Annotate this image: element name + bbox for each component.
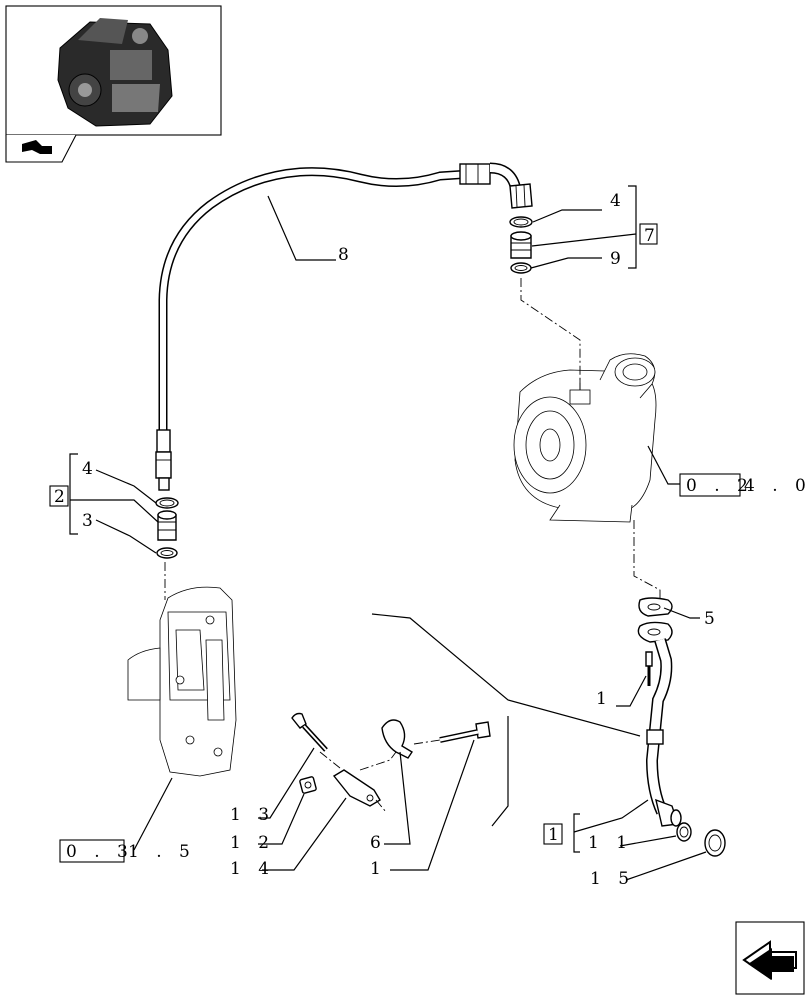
callout-14: 1 4 bbox=[230, 859, 275, 879]
callout-7-box bbox=[639, 223, 658, 245]
callout-1-boxed: 1 bbox=[548, 825, 565, 845]
block-ref-tail: 1 . 5 bbox=[128, 842, 196, 862]
callout-7: 7 bbox=[644, 226, 661, 246]
engine-thumbnail-frame bbox=[5, 5, 222, 163]
engine-thumbnail bbox=[57, 18, 173, 127]
block-ref-box bbox=[59, 839, 125, 863]
callout-12: 1 2 bbox=[230, 833, 275, 853]
turbo-ref-box-text: 0 . 2 bbox=[686, 476, 754, 496]
turbo-ref-box bbox=[679, 473, 741, 497]
callout-2-box bbox=[49, 485, 69, 507]
callout-6: 6 bbox=[370, 833, 387, 853]
block-ref-box-text: 0 . 3 bbox=[66, 842, 134, 862]
nav-arrow-icon[interactable] bbox=[22, 140, 52, 154]
center-lines bbox=[164, 278, 661, 813]
callout-4-top: 4 bbox=[610, 191, 627, 211]
callout-13: 1 3 bbox=[230, 805, 275, 825]
oil-return-pipe bbox=[637, 597, 726, 857]
callout-1-right: 1 bbox=[596, 689, 613, 709]
next-page-arrow-icon[interactable] bbox=[735, 921, 805, 995]
bracket-hardware bbox=[291, 712, 491, 807]
callout-2: 2 bbox=[54, 487, 71, 507]
engine-housing-outline bbox=[127, 586, 237, 777]
callout-5: 5 bbox=[704, 609, 721, 629]
turbocharger-outline bbox=[513, 353, 657, 523]
callout-11: 1 1 bbox=[588, 833, 633, 853]
leader-lines bbox=[69, 185, 707, 881]
callout-3: 3 bbox=[82, 511, 99, 531]
turbo-ref-tail: 4 . 0 bbox=[744, 476, 812, 496]
callout-9: 9 bbox=[610, 249, 627, 269]
callout-1-bottom: 1 bbox=[370, 859, 387, 879]
oil-feed-pipe bbox=[155, 162, 533, 491]
lower-left-fittings bbox=[155, 497, 179, 559]
callout-4-left: 4 bbox=[82, 459, 99, 479]
callout-8: 8 bbox=[338, 245, 355, 265]
callout-1-box bbox=[543, 823, 563, 845]
upper-fittings bbox=[509, 216, 533, 274]
callout-labels: 4 7 9 8 4 2 3 0 . 2 4 . 0 5 1 1 3 1 2 1 … bbox=[49, 191, 812, 889]
callout-15: 1 5 bbox=[590, 869, 635, 889]
